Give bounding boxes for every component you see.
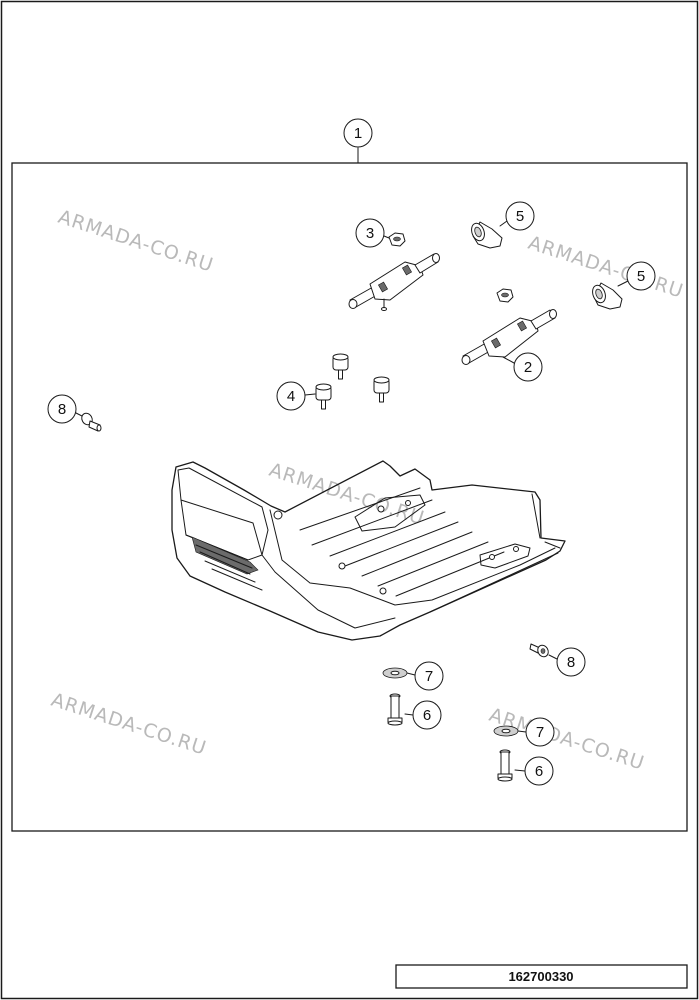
callout-7a-label: 7: [425, 668, 433, 685]
callout-3-label: 3: [366, 225, 374, 242]
callout-6b-label: 6: [535, 763, 543, 780]
watermark-1: ARMADA-CO.RU: [55, 206, 216, 277]
callout-6a[interactable]: 6: [404, 700, 442, 730]
callout-3[interactable]: 3: [355, 218, 390, 248]
callout-5b[interactable]: 5: [617, 261, 656, 291]
callout-5a-label: 5: [516, 208, 524, 225]
callout-5b-label: 5: [637, 268, 645, 285]
callout-7b[interactable]: 7: [517, 717, 555, 747]
part-6-bolt-b[interactable]: [497, 749, 513, 782]
callout-4[interactable]: 4: [276, 381, 316, 411]
document-number-box: 162700330: [395, 964, 688, 989]
part-6-bolt-a[interactable]: [387, 693, 403, 726]
callout-8b[interactable]: 8: [548, 647, 586, 677]
part-4-buffer-b[interactable]: [315, 383, 332, 410]
part-7-washer-b[interactable]: [493, 725, 519, 737]
callout-1[interactable]: 1: [343, 118, 373, 164]
assembly-frame: [11, 162, 688, 832]
watermark-5: ARMADA-CO.RU: [486, 704, 647, 775]
part-8-screw-a[interactable]: [75, 411, 102, 432]
callout-7a[interactable]: 7: [406, 661, 444, 691]
callout-4-label: 4: [287, 388, 295, 405]
callout-5a[interactable]: 5: [499, 201, 535, 231]
part-3-nut[interactable]: [388, 232, 406, 247]
part-4-buffer-c[interactable]: [373, 376, 390, 403]
document-number: 162700330: [508, 969, 573, 984]
part-upper-bracket[interactable]: [348, 253, 440, 311]
skid-plate[interactable]: [171, 460, 566, 641]
part-4-buffer-a[interactable]: [332, 353, 349, 380]
callout-2-label: 2: [524, 359, 532, 376]
callout-8b-label: 8: [567, 654, 575, 671]
callout-6b[interactable]: 6: [514, 756, 554, 786]
part-2-bracket[interactable]: [461, 309, 557, 365]
callout-7b-label: 7: [536, 724, 544, 741]
callout-6a-label: 6: [423, 707, 431, 724]
part-8-screw-b[interactable]: [529, 643, 550, 658]
part-5-bushing-b[interactable]: [590, 282, 623, 310]
callout-1-label: 1: [354, 125, 362, 142]
part-7-washer-a[interactable]: [382, 667, 408, 679]
callout-8a-label: 8: [58, 401, 66, 418]
watermark-4: ARMADA-CO.RU: [48, 689, 209, 760]
callout-8a[interactable]: 8: [47, 394, 77, 424]
part-lower-nut[interactable]: [496, 288, 514, 303]
part-5-bushing-a[interactable]: [469, 221, 503, 249]
callout-2[interactable]: 2: [502, 352, 543, 382]
